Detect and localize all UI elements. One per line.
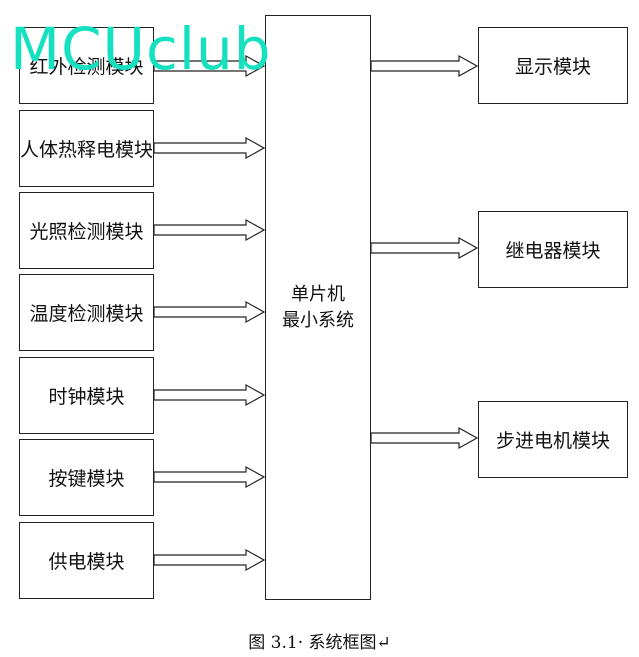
module-label: 显示模块	[514, 56, 591, 78]
module-label: 红外检测模块	[29, 56, 144, 78]
arrow-right-1	[370, 236, 479, 260]
temperature-detect-module: 温度检测模块	[19, 274, 154, 351]
arrow-left-2	[153, 218, 266, 242]
module-label: 温度检测模块	[29, 303, 144, 325]
key-module: 按键模块	[19, 439, 154, 516]
stepper-motor-module: 步进电机模块	[478, 401, 628, 478]
mcu-label-line1: 单片机	[291, 283, 345, 305]
mcu-label-line2: 最小系统	[282, 309, 354, 331]
mcuclub-watermark: MCUclub	[10, 15, 272, 83]
figure-caption: 图 3.1· 系统框图↵	[248, 633, 391, 653]
module-label: 人体热释电模块	[20, 139, 154, 161]
arrow-left-1	[153, 136, 266, 160]
module-label: 光照检测模块	[29, 221, 144, 243]
arrow-left-3	[153, 300, 266, 324]
module-label: 供电模块	[48, 551, 125, 573]
relay-module: 继电器模块	[478, 211, 628, 288]
clock-module: 时钟模块	[19, 357, 154, 434]
module-label: 继电器模块	[505, 240, 601, 262]
display-module: 显示模块	[478, 27, 628, 104]
arrow-right-0	[370, 54, 479, 78]
pir-module: 人体热释电模块	[19, 110, 154, 187]
power-module: 供电模块	[19, 522, 154, 599]
module-label: 步进电机模块	[495, 430, 610, 452]
infrared-detect-module: 红外检测模块	[19, 27, 154, 104]
arrow-left-4	[153, 383, 266, 407]
module-label: 时钟模块	[48, 386, 125, 408]
mcu-minimum-system: 单片机 最小系统	[265, 15, 371, 600]
arrow-right-2	[370, 426, 479, 450]
arrow-left-6	[153, 548, 266, 572]
module-label: 按键模块	[48, 468, 125, 490]
light-detect-module: 光照检测模块	[19, 192, 154, 269]
arrow-left-5	[153, 465, 266, 489]
